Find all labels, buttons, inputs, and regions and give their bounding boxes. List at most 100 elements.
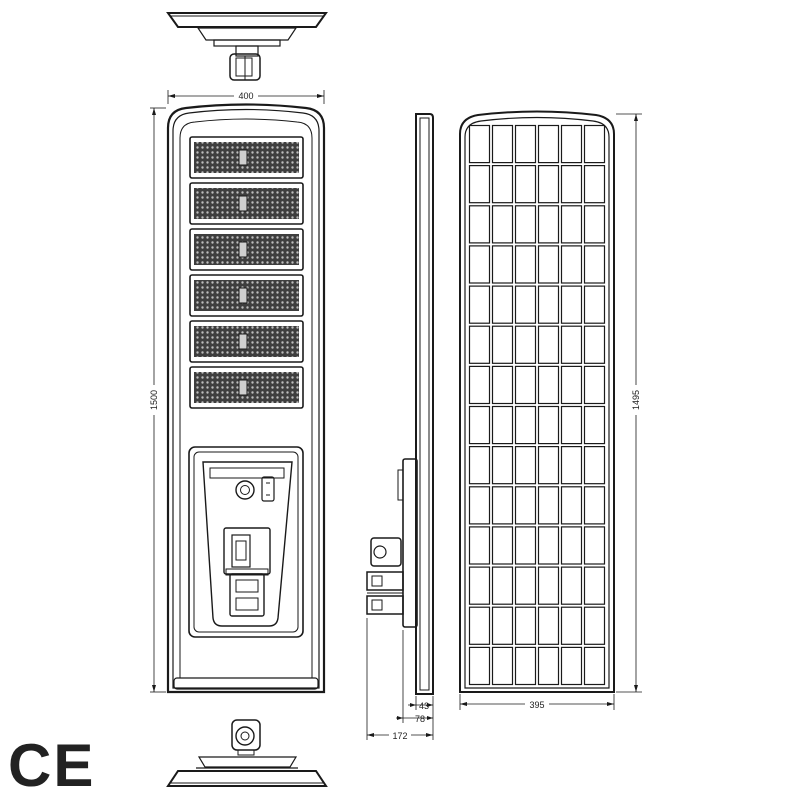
led-module-1 [189, 136, 304, 179]
solar-cell [560, 245, 583, 284]
solar-panel-view: 1495 395 [459, 110, 642, 710]
solar-cell [537, 205, 560, 244]
solar-cell [560, 526, 583, 565]
solar-cell [491, 245, 514, 284]
solar-cell [468, 205, 491, 244]
solar-cell [560, 486, 583, 525]
solar-cell [583, 325, 606, 364]
solar-cell [491, 205, 514, 244]
solar-cell [583, 245, 606, 284]
solar-cell [491, 405, 514, 445]
ce-mark: CE [8, 732, 95, 799]
solar-cell [514, 566, 537, 605]
solar-cell [491, 486, 514, 525]
led-module-5 [189, 320, 304, 363]
solar-cell [560, 446, 583, 485]
solar-cell [560, 285, 583, 324]
solar-cell [514, 606, 537, 645]
solar-cell [491, 646, 514, 686]
solar-cell [537, 124, 560, 164]
solar-cell [583, 205, 606, 244]
solar-cell [468, 325, 491, 364]
solar-cell [491, 446, 514, 485]
led-module-6 [189, 366, 304, 409]
solar-cell [583, 526, 606, 565]
solar-cell [491, 165, 514, 204]
dimension-label-1495: 1495 [631, 390, 641, 410]
solar-cell [514, 124, 537, 164]
solar-cell [583, 405, 606, 445]
dimension-side-172: 172 [366, 618, 433, 741]
dimension-panel-height: 1495 [616, 113, 642, 693]
dimension-label-1500: 1500 [149, 390, 159, 410]
solar-cell-grid [468, 124, 606, 686]
solar-cell [537, 446, 560, 485]
led-module-3 [189, 228, 304, 271]
solar-cell [468, 486, 491, 525]
solar-cell [537, 285, 560, 324]
solar-cell [468, 365, 491, 405]
solar-cell [537, 526, 560, 565]
dimension-label-43: 43 [419, 701, 429, 711]
solar-cell [583, 124, 606, 164]
led-module-2 [189, 182, 304, 225]
solar-cell [514, 165, 537, 204]
solar-cell [491, 526, 514, 565]
solar-cell [514, 446, 537, 485]
solar-cell [537, 245, 560, 284]
solar-cell [537, 365, 560, 405]
solar-cell [468, 446, 491, 485]
solar-cell [583, 285, 606, 324]
solar-cell [583, 365, 606, 405]
solar-cell [514, 405, 537, 445]
solar-cell [560, 566, 583, 605]
solar-cell [491, 365, 514, 405]
dimension-front-width: 400 [167, 90, 325, 104]
solar-cell [537, 646, 560, 686]
solar-cell [537, 405, 560, 445]
solar-cell [491, 606, 514, 645]
solar-cell [583, 446, 606, 485]
solar-cell [468, 285, 491, 324]
solar-cell [468, 566, 491, 605]
dimension-panel-width: 395 [459, 694, 615, 710]
dimension-label-395: 395 [529, 700, 544, 710]
solar-cell [537, 325, 560, 364]
led-module-4 [189, 274, 304, 317]
solar-cell [468, 526, 491, 565]
solar-cell [537, 566, 560, 605]
solar-cell [537, 606, 560, 645]
dimension-label-78: 78 [415, 714, 425, 724]
solar-cell [514, 205, 537, 244]
solar-cell [514, 285, 537, 324]
solar-cell [583, 606, 606, 645]
solar-cell [583, 646, 606, 686]
solar-cell [560, 325, 583, 364]
solar-cell [560, 205, 583, 244]
front-view: 400 1500 [149, 90, 326, 694]
solar-cell [468, 165, 491, 204]
dimension-front-height: 1500 [149, 107, 166, 693]
side-view: 43 78 172 [366, 113, 434, 741]
solar-cell [468, 405, 491, 445]
solar-cell [514, 325, 537, 364]
solar-cell [491, 325, 514, 364]
solar-cell [468, 124, 491, 164]
solar-cell [537, 486, 560, 525]
solar-cell [491, 124, 514, 164]
solar-cell [560, 124, 583, 164]
top-end-view [166, 12, 328, 81]
solar-cell [514, 245, 537, 284]
solar-cell [560, 165, 583, 204]
solar-cell [560, 606, 583, 645]
solar-cell [583, 486, 606, 525]
sensor-icon [235, 480, 255, 500]
solar-cell [468, 606, 491, 645]
bottom-end-view [166, 719, 328, 787]
solar-cell [514, 486, 537, 525]
solar-cell [583, 566, 606, 605]
dimension-label-172: 172 [392, 731, 407, 741]
solar-cell [537, 165, 560, 204]
solar-cell [560, 405, 583, 445]
